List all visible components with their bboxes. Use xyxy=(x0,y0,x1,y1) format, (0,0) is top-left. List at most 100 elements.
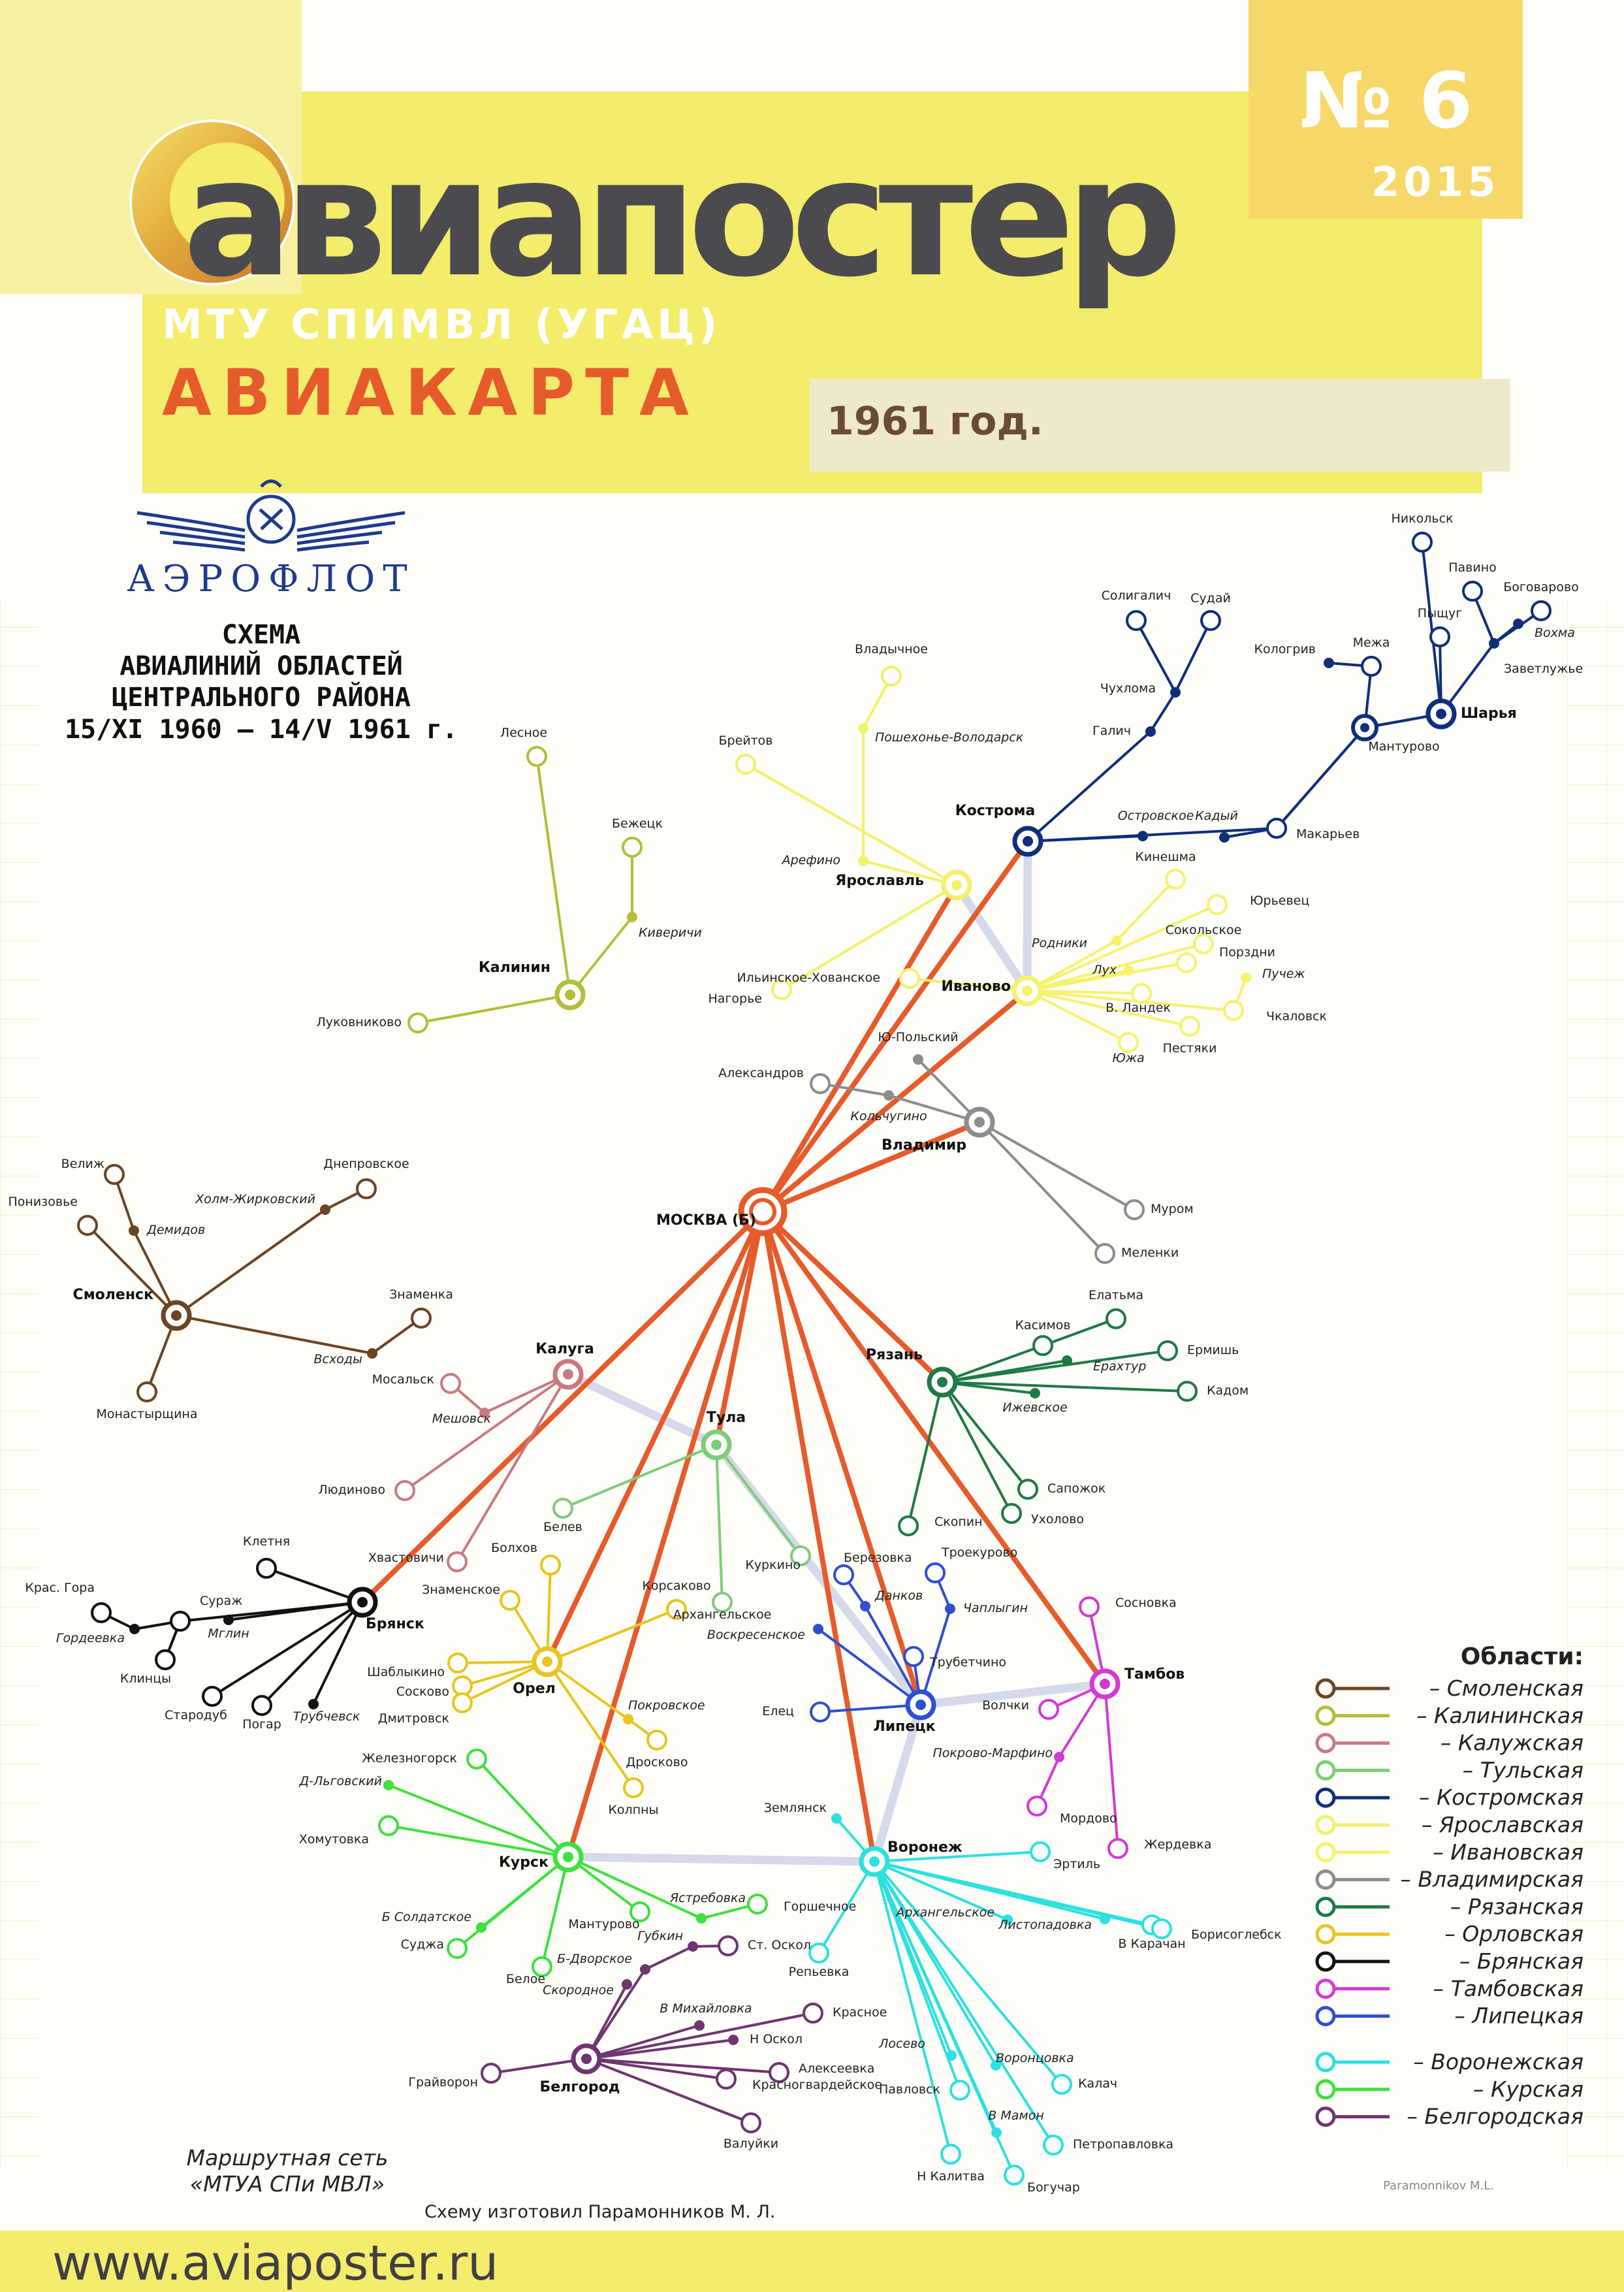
branch-voronezh-1 xyxy=(874,1850,1041,1863)
town-kursk-4 xyxy=(447,1938,468,1959)
hub-core-kostroma xyxy=(1023,836,1033,847)
label-lipetsk-2: Данков xyxy=(874,1589,923,1603)
label-ivanovo-8: Чкаловск xyxy=(1266,1009,1327,1024)
label-voronezh-10: Павловск xyxy=(879,2082,940,2097)
branch-kursk-2 xyxy=(388,1824,569,1858)
legend-label-14: – Курская xyxy=(1473,2076,1584,2102)
branch-orel-5 xyxy=(462,1660,548,1704)
waypoint-kostroma-14 xyxy=(1219,832,1230,843)
label-bryansk-4: Мглин xyxy=(208,1626,249,1641)
signature: Paramonnikov M.L. xyxy=(1383,2179,1494,2193)
label-orel-7: Дросково xyxy=(626,1755,688,1769)
label-voronezh-7: Лосево xyxy=(878,2037,925,2051)
branch-kalinin-2 xyxy=(569,916,633,996)
label-vladimir-0: Ю-Польский xyxy=(878,1030,958,1044)
legend-marker-1 xyxy=(1315,1705,1336,1726)
hub-label-kaluga: Калуга xyxy=(535,1341,594,1357)
trunk-moscow-lipetsk xyxy=(760,1209,923,1707)
hub-label-ryazan: Рязань xyxy=(866,1347,923,1363)
waypoint-ryazan-4 xyxy=(1030,1388,1040,1398)
brand-name: авиапостер xyxy=(183,123,1175,313)
hub-core-lipetsk xyxy=(915,1700,926,1710)
town-voronezh-9 xyxy=(1051,2074,1072,2095)
branch-orel-0 xyxy=(546,1564,552,1662)
label-kostroma-10: Мантурово xyxy=(1368,739,1439,754)
waypoint-smolensk-2 xyxy=(129,1225,139,1236)
town-voronezh-10 xyxy=(949,2080,970,2101)
branch-bryansk-7 xyxy=(261,1601,364,1707)
town-kostroma-0 xyxy=(1126,610,1147,631)
legend: Области: – Смоленская– Калининская– Калу… xyxy=(1315,1643,1584,2129)
waypoint-ivanovo-2 xyxy=(1111,935,1122,946)
town-ivanovo-10 xyxy=(1118,1032,1139,1053)
waypoint-voronezh-7 xyxy=(946,2050,957,2061)
town-belgorod-8 xyxy=(716,2069,737,2090)
label-ivanovo-6: Пучеж xyxy=(1262,967,1305,981)
label-ivanovo-9: Пестяки xyxy=(1163,1041,1217,1056)
legend-marker-0 xyxy=(1315,1678,1336,1699)
branch-belgorod-8 xyxy=(586,2058,727,2080)
waypoint-belgorod-0 xyxy=(688,1941,698,1952)
waypoint-voronezh-0 xyxy=(831,1813,842,1824)
label-yaroslavl-3: Арефино xyxy=(781,853,840,867)
town-kaluga-3 xyxy=(447,1551,468,1572)
town-vladimir-3 xyxy=(1124,1199,1145,1220)
waypoint-belgorod-2 xyxy=(640,1964,650,1975)
town-smolensk-5 xyxy=(411,1308,432,1329)
town-orel-3 xyxy=(447,1653,468,1673)
trunk-moscow-voronezh xyxy=(760,1209,877,1864)
label-yaroslavl-4: Нагорье xyxy=(709,992,763,1006)
town-kostroma-9 xyxy=(1361,656,1382,677)
website-link[interactable]: www.aviaposter.ru xyxy=(52,2235,498,2291)
hub-label-moscow: МОСКВА (Б) xyxy=(656,1212,756,1229)
label-kursk-4: Суджа xyxy=(401,1937,444,1952)
waypoint-belgorod-6 xyxy=(728,2035,739,2045)
town-kursk-8 xyxy=(747,1894,768,1914)
subtitle: МТУ СПИМВЛ (УГАЦ) xyxy=(162,300,721,348)
hub-label-yaroslavl: Ярославль xyxy=(835,873,924,889)
trunk-moscow-vladimir xyxy=(760,1120,982,1214)
branch-voronezh-10 xyxy=(873,1861,961,2091)
scheme-title-line-2: АВИАЛИНИЙ ОБЛАСТЕЙ xyxy=(119,650,402,681)
branch-ryazan-8 xyxy=(941,1381,1013,1514)
town-ryazan-0 xyxy=(1032,1335,1053,1356)
town-belgorod-10 xyxy=(740,2112,761,2133)
town-voronezh-13 xyxy=(940,2144,961,2165)
waypoint-lipetsk-3 xyxy=(945,1604,955,1614)
waypoint-ivanovo-5 xyxy=(1123,965,1134,976)
legend-marker-9 xyxy=(1315,1924,1336,1945)
branch-orel-6 xyxy=(546,1660,629,1720)
label-kursk-6: Белое xyxy=(506,1972,545,1986)
label-voronezh-0: Землянск xyxy=(764,1801,827,1815)
waypoint-yaroslavl-3 xyxy=(858,856,868,866)
label-kursk-8: Горшечное xyxy=(784,1899,856,1914)
waypoint-ryazan-3 xyxy=(1062,1355,1072,1366)
branch-voronezh-13 xyxy=(873,1861,952,2155)
label-smolensk-6: Всходы xyxy=(314,1352,363,1366)
town-lipetsk-5 xyxy=(903,1646,924,1667)
label-tula-1: Куркино xyxy=(745,1558,801,1572)
label-tambov-0: Сосновка xyxy=(1115,1596,1177,1610)
town-kaluga-0 xyxy=(440,1373,461,1394)
branch-voronezh-9 xyxy=(873,1860,1063,2086)
label-smolensk-2: Демидов xyxy=(146,1223,205,1237)
branch-kostroma-4 xyxy=(1421,541,1442,715)
label-yaroslavl-5: Ильинское-Хованское xyxy=(737,971,880,985)
branch-kursk-7 xyxy=(567,1856,702,1920)
town-lipetsk-0 xyxy=(833,1564,854,1585)
branch-kalinin-3 xyxy=(417,993,571,1024)
label-orel-5: Дмитровск xyxy=(378,1711,449,1726)
branch-ivanovo-5 xyxy=(1027,969,1129,992)
label-belgorod-8: Красногвардейское xyxy=(752,2078,882,2092)
town-ryazan-2 xyxy=(1157,1340,1178,1361)
legend-label-15: – Белгородская xyxy=(1407,2104,1584,2129)
legend-marker-13 xyxy=(1315,2052,1336,2073)
label-lipetsk-4: Воскресенское xyxy=(707,1628,805,1642)
branch-kursk-6 xyxy=(541,1856,569,1967)
label-kostroma-15: Вохма xyxy=(1535,626,1575,640)
town-ryazan-7 xyxy=(1017,1479,1038,1500)
branch-kostroma-12 xyxy=(1275,726,1366,830)
label-kostroma-1: Судай xyxy=(1190,591,1231,605)
town-kalinin-3 xyxy=(407,1012,428,1033)
